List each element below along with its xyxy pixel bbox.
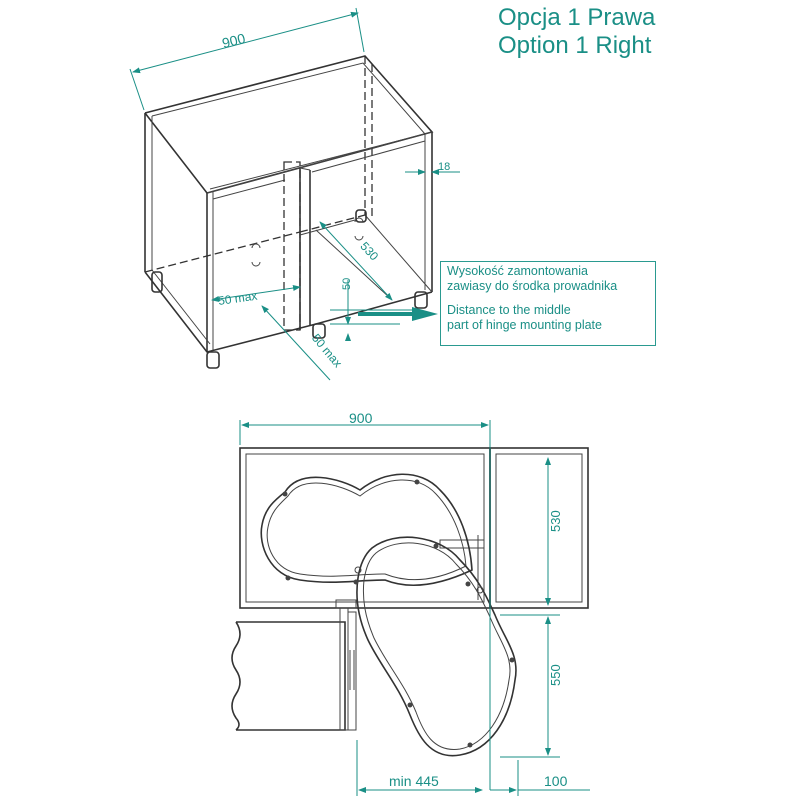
plan-dimension-530: 530 <box>545 457 563 606</box>
iso-front-offset-label: 50 max <box>309 331 345 370</box>
plan-view <box>231 447 589 757</box>
iso-side-offset-label: 50 max <box>217 289 258 308</box>
plan-dimension-550: 550 <box>500 614 563 758</box>
iso-dimension-900: 900 <box>129 7 365 111</box>
plan-dimension-100: 100 <box>490 760 590 796</box>
title-polish: Opcja 1 Prawa <box>498 4 656 31</box>
hinge-note-box: Wysokość zamontowania zawiasy do środka … <box>440 261 656 346</box>
plan-opening-label: min 445 <box>389 773 439 789</box>
iso-panel-label: 18 <box>438 161 450 173</box>
iso-width-label: 900 <box>220 30 247 51</box>
iso-dimension-50-max-front: 50 max <box>261 305 345 381</box>
iso-dimension-50-max-side: 50 max <box>211 285 301 308</box>
plan-dimension-900: 900 <box>239 410 491 790</box>
iso-dimension-50: 50 <box>330 278 438 341</box>
note-english-line1: Distance to the middle <box>447 303 571 317</box>
plan-depth-right-label: 530 <box>548 510 563 532</box>
plan-width-label: 900 <box>349 410 373 426</box>
iso-height-offset-label: 50 <box>341 278 353 290</box>
note-polish-line1: Wysokość zamontowania <box>447 264 588 278</box>
iso-dimension-18: 18 <box>405 161 460 175</box>
title-english: Option 1 Right <box>498 32 652 59</box>
note-english-line2: part of hinge mounting plate <box>447 318 602 332</box>
note-polish-line2: zawiasy do środka prowadnika <box>447 279 618 293</box>
plan-filler-label: 100 <box>544 773 568 789</box>
plan-dimension-min-445: min 445 <box>356 740 483 796</box>
iso-depth-label: 530 <box>357 239 381 263</box>
isometric-cabinet <box>144 55 434 369</box>
plan-depth-front-label: 550 <box>548 664 563 686</box>
